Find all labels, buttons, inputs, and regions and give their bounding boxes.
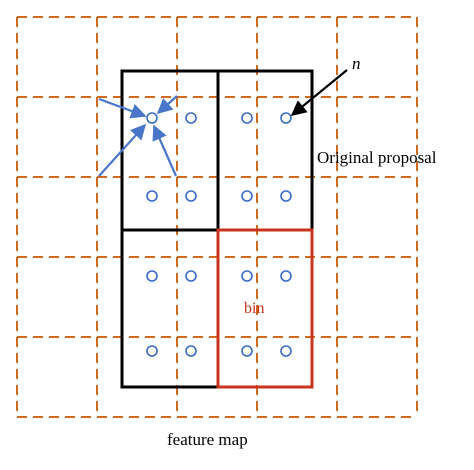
sample-point-r0-c0 <box>146 112 158 124</box>
sample-point-r3-c1 <box>185 345 197 357</box>
highlighted-bin <box>216 228 314 389</box>
sample-point-r3-c2 <box>241 345 253 357</box>
sample-point-r1-c3 <box>280 190 292 202</box>
n-pointer-arrow <box>290 69 348 116</box>
sample-point-r2-c1 <box>185 270 197 282</box>
sample-point-r1-c1 <box>185 190 197 202</box>
sample-point-r3-c3 <box>280 345 292 357</box>
sample-point-r2-c0 <box>146 270 158 282</box>
sample-point-r0-c3 <box>280 112 292 124</box>
interp-arrow-bottom-right <box>152 124 178 177</box>
sample-point-r2-c3 <box>280 270 292 282</box>
interp-arrow-bottom-left <box>98 123 147 177</box>
sample-point-r1-c2 <box>241 190 253 202</box>
proposal-bin-bottom-left <box>120 228 220 389</box>
interp-arrow-top-right <box>156 95 178 115</box>
bin-label: bin <box>244 300 265 317</box>
sample-point-r3-c0 <box>146 345 158 357</box>
n-label: n <box>352 54 361 73</box>
original-proposal-label: Original proposal <box>317 148 437 167</box>
sample-point-r0-c2 <box>241 112 253 124</box>
feature-map-label: feature map <box>167 430 248 449</box>
sample-point-r0-c1 <box>185 112 197 124</box>
original-proposal <box>120 69 314 389</box>
interp-arrow-top-left <box>98 97 147 119</box>
sampling-points <box>146 112 292 357</box>
proposal-bin-top-right <box>216 69 314 232</box>
proposal-bin-top-left <box>120 69 220 232</box>
sample-point-r1-c0 <box>146 190 158 202</box>
bilinear-interpolation-arrows <box>98 95 178 177</box>
sample-point-r2-c2 <box>241 270 253 282</box>
